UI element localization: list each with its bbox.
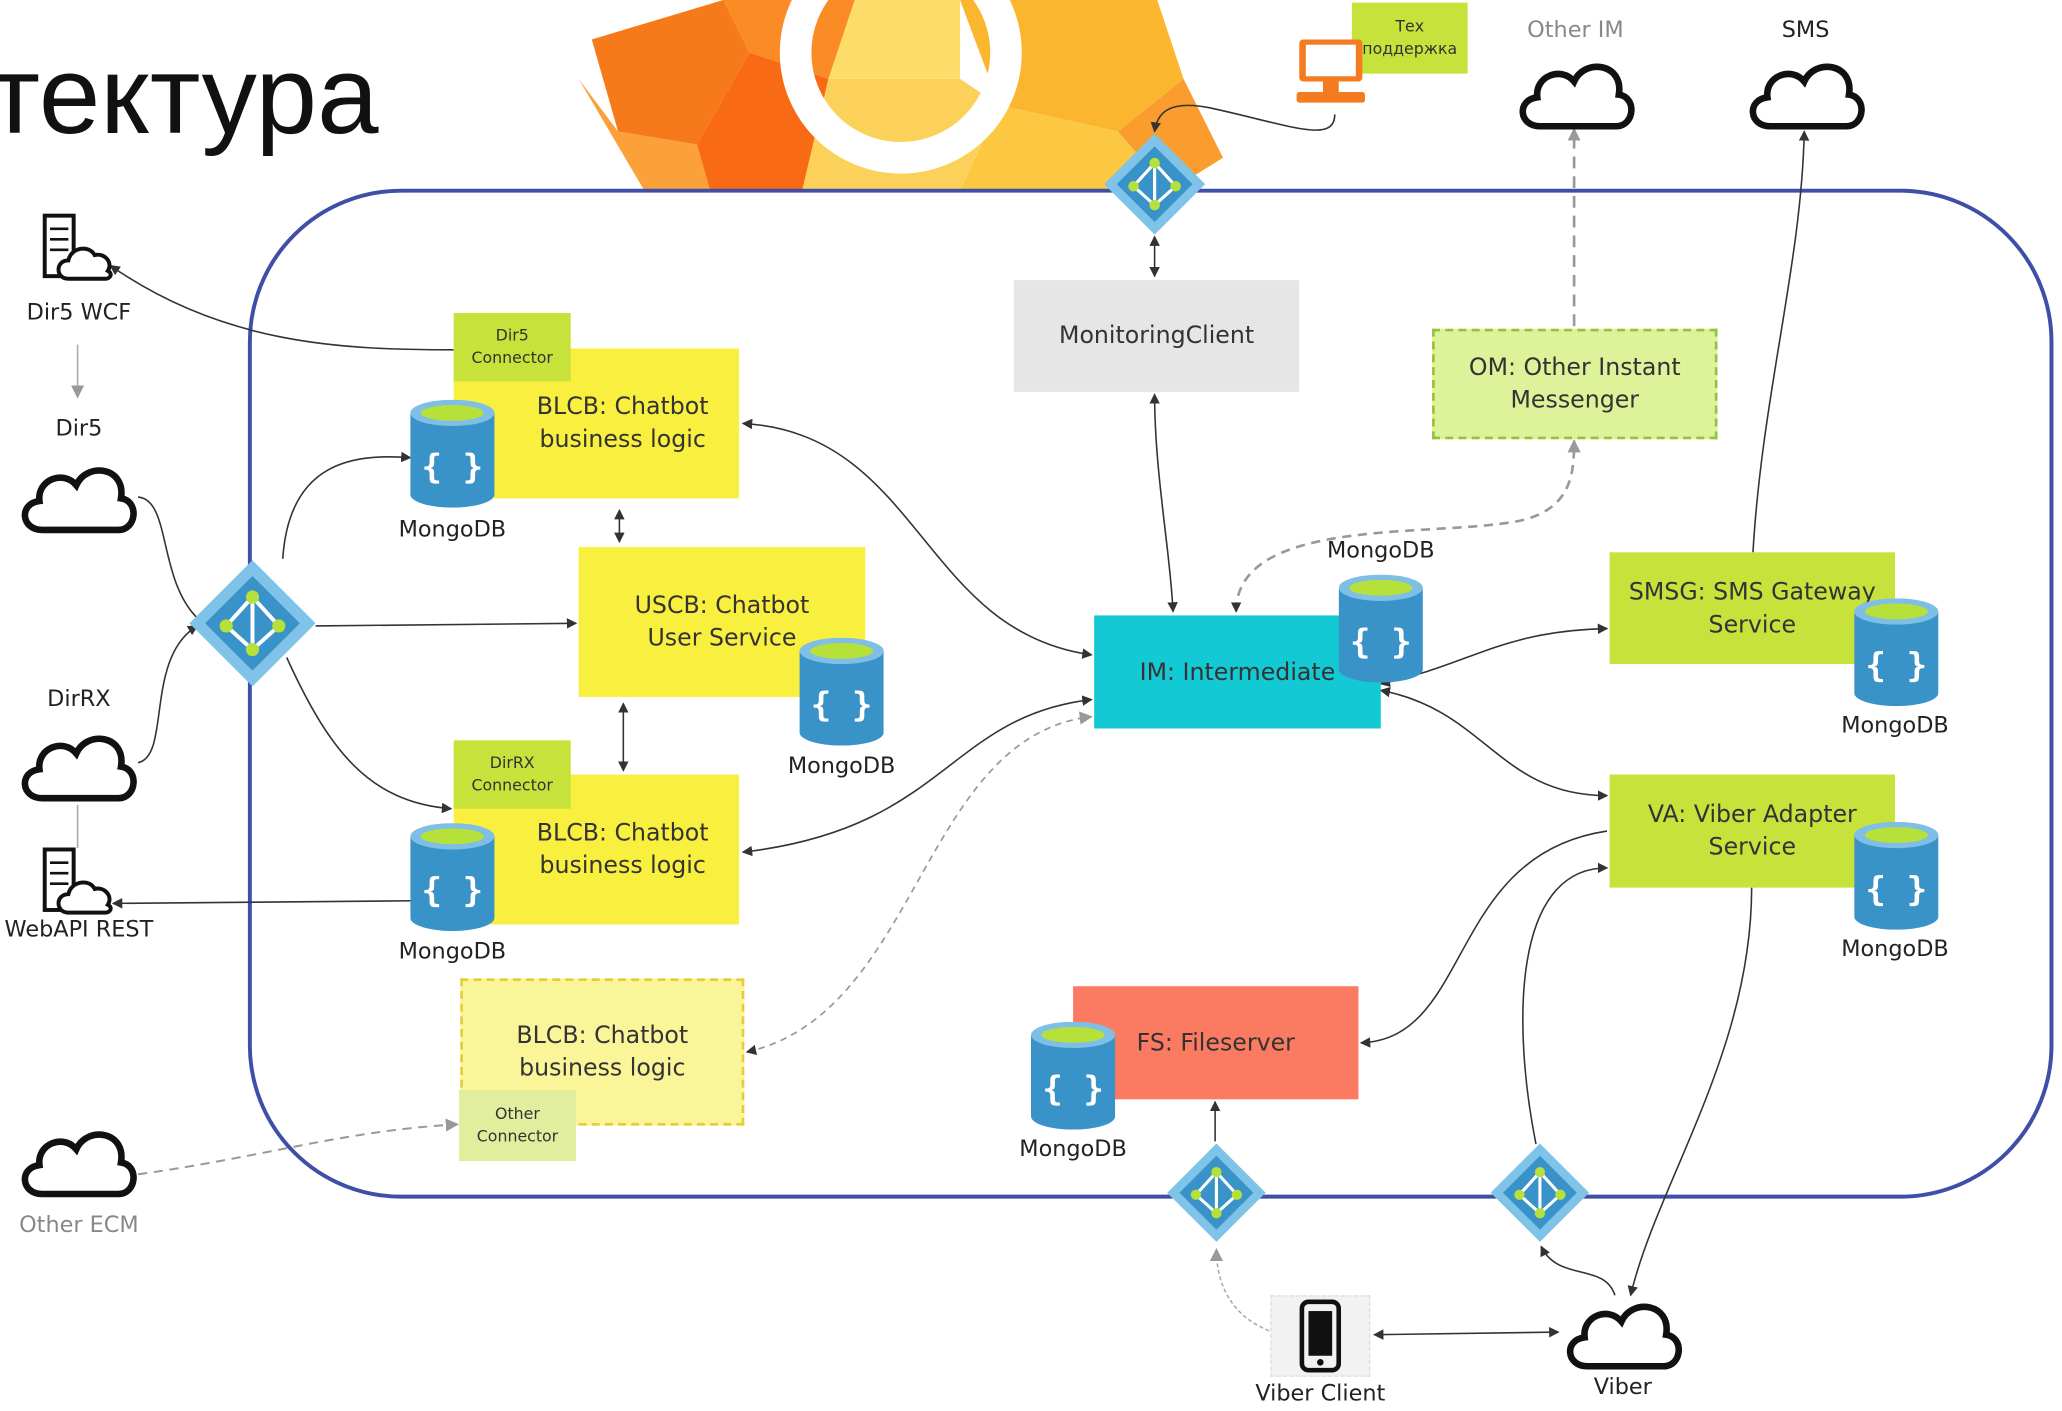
label-dir5-wcf: Dir5 WCF	[26, 299, 132, 327]
cloud-icon	[21, 1131, 137, 1198]
line-client-viber	[1372, 1326, 1560, 1340]
label-other-ecm: Other ECM	[19, 1212, 139, 1239]
label-sms: SMS	[1781, 17, 1830, 44]
page-title: тектура	[0, 32, 379, 157]
mongodb-database-icon: { }	[410, 399, 495, 508]
line-gateway-to-blcb1	[281, 451, 412, 559]
svg-text:{ }: { }	[1865, 646, 1927, 686]
im-intermediate: IM: Intermediate	[1094, 615, 1381, 729]
cloud-icon	[21, 735, 137, 802]
load-balancer-diamond-icon	[1490, 1143, 1590, 1242]
svg-text:{ }: { }	[1865, 870, 1927, 910]
line-viber-to-gatewayr	[1540, 1245, 1616, 1296]
line-client-to-gatewayb	[1209, 1247, 1270, 1332]
mongodb-database-icon: { }	[799, 637, 884, 746]
line-gateway-to-blcb2	[285, 657, 453, 814]
label-other-im: Other IM	[1527, 17, 1624, 44]
blcb-chatbot-logic-3: BLCB: Chatbot business logic	[460, 978, 745, 1126]
line-otherecm-to-connector	[137, 1118, 459, 1176]
server-cloud-icon	[42, 847, 113, 915]
tech-support-note: Тех поддержка	[1351, 2, 1468, 74]
line-dir5-connector-to-wcf	[109, 264, 454, 351]
svg-text:{ }: { }	[1042, 1070, 1104, 1110]
line-support-to-gateway	[1150, 104, 1336, 133]
line-gateway-to-uscb	[315, 618, 578, 629]
mongodb-database-icon: { }	[1854, 598, 1939, 707]
mongodb-database-icon: { }	[410, 823, 495, 932]
label-webapi-rest: WebAPI REST	[4, 916, 154, 943]
label-dir5: Dir5	[55, 415, 103, 442]
label-viber-client: Viber Client	[1255, 1380, 1386, 1408]
other-connector: Other Connector	[458, 1090, 576, 1162]
label-mongodb: MongoDB	[1019, 1136, 1127, 1163]
line-blcb3-im	[745, 711, 1093, 1056]
label-mongodb: MongoDB	[1327, 537, 1435, 565]
line-dir5-to-gateway	[137, 496, 198, 619]
line-im-va	[1379, 686, 1609, 801]
line-blcb1-im	[741, 418, 1093, 659]
load-balancer-diamond-icon	[1167, 1143, 1266, 1242]
svg-text:{ }: { }	[422, 871, 484, 911]
dirrx-connector: DirRX Connector	[453, 740, 571, 809]
va-viber-adapter-service: VA: Viber Adapter Service	[1609, 774, 1895, 888]
label-mongodb: MongoDB	[1841, 712, 1949, 740]
label-mongodb: MongoDB	[398, 516, 507, 544]
mongodb-database-icon: { }	[1030, 1021, 1116, 1130]
line-blcb2-to-webapi	[111, 898, 415, 909]
mongodb-database-icon: { }	[1854, 821, 1939, 930]
smartphone-icon	[1299, 1299, 1342, 1373]
cloud-icon	[1566, 1303, 1682, 1370]
svg-text:{ }: { }	[422, 448, 484, 488]
monitoring-client: MonitoringClient	[1013, 280, 1300, 392]
smsg-sms-gateway-service: SMSG: SMS Gateway Service	[1609, 552, 1895, 665]
line-monitoring-im	[1149, 393, 1178, 613]
label-dirrx: DirRX	[47, 686, 111, 713]
svg-text:{ }: { }	[811, 686, 873, 726]
om-other-instant-messenger: OM: Other Instant Messenger	[1432, 328, 1718, 440]
svg-text:{ }: { }	[1350, 623, 1412, 663]
fs-fileserver: FS: Fileserver	[1073, 986, 1359, 1100]
line-im-om	[1230, 439, 1581, 613]
line-va-viber	[1627, 887, 1753, 1297]
dir5-connector: Dir5 Connector	[453, 312, 571, 382]
cloud-icon	[21, 467, 137, 534]
label-viber: Viber	[1593, 1374, 1652, 1401]
gear-logo-icon	[578, 0, 1223, 191]
label-mongodb: MongoDB	[1841, 936, 1949, 963]
line-dirrx-to-gateway	[137, 625, 199, 764]
label-mongodb: MongoDB	[398, 938, 507, 966]
cloud-icon	[1519, 63, 1635, 130]
line-smsg-to-sms	[1752, 130, 1810, 553]
server-cloud-icon	[42, 213, 113, 281]
load-balancer-diamond-icon	[1104, 133, 1206, 235]
load-balancer-diamond-icon	[189, 560, 316, 687]
computer-icon	[1296, 39, 1366, 103]
mongodb-database-icon: { }	[1338, 574, 1423, 683]
cloud-icon	[1749, 63, 1865, 130]
line-gatewayr-va	[1522, 862, 1609, 1145]
label-mongodb: MongoDB	[787, 753, 896, 780]
line-va-fs	[1359, 830, 1608, 1048]
